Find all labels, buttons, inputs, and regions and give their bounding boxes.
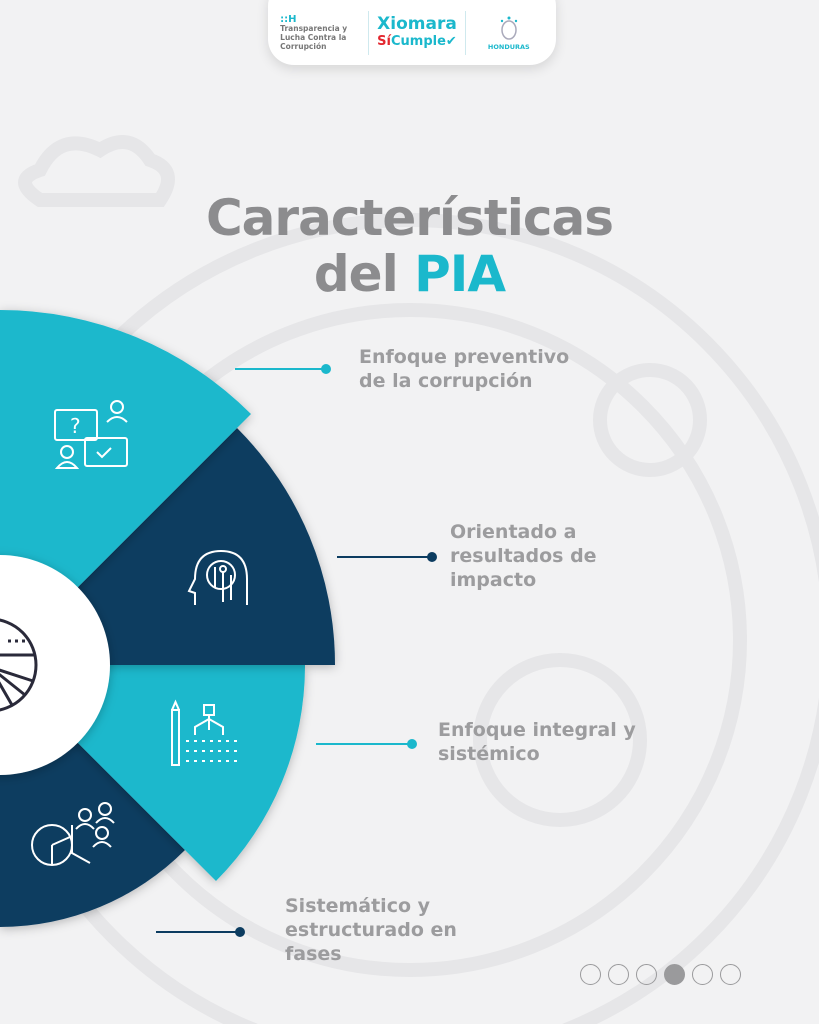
segment-wheel: ? xyxy=(0,310,336,927)
page-dot-2[interactable] xyxy=(608,964,629,985)
connector-dot xyxy=(321,364,331,374)
header-logos: ::H Transparencia y Lucha Contra la Corr… xyxy=(268,0,556,65)
divider xyxy=(368,10,370,55)
pie-chart-icon xyxy=(0,618,38,712)
page-dot-3[interactable] xyxy=(636,964,657,985)
connector-1 xyxy=(235,364,331,374)
feedback-chat-icon: ? xyxy=(54,400,128,469)
ai-head-icon xyxy=(187,549,248,605)
structure-plan-icon xyxy=(171,699,241,766)
team-chart-icon xyxy=(31,802,115,866)
connector-dot xyxy=(407,739,417,749)
connector-dot xyxy=(235,927,245,937)
page-dot-4[interactable] xyxy=(664,964,685,985)
page-dot-6[interactable] xyxy=(720,964,741,985)
xiomara-si-cumple-logo: Xiomara SíCumple✔ xyxy=(377,13,457,49)
connector-dot xyxy=(427,552,437,562)
svg-text:?: ? xyxy=(70,414,81,438)
page-title: Características del PIA xyxy=(205,189,614,303)
honduras-logo: HONDURAS xyxy=(474,15,544,51)
page-dot-1[interactable] xyxy=(580,964,601,985)
connector-3 xyxy=(316,739,417,749)
page-dot-5[interactable] xyxy=(692,964,713,985)
connector-4 xyxy=(156,927,245,937)
connector-2 xyxy=(337,552,437,562)
carousel-pagination xyxy=(580,964,741,985)
divider xyxy=(464,10,466,55)
honduras-emblem-icon xyxy=(500,16,518,40)
center-circle xyxy=(0,555,110,775)
transparency-logo: ::H Transparencia y Lucha Contra la Corr… xyxy=(280,13,348,51)
